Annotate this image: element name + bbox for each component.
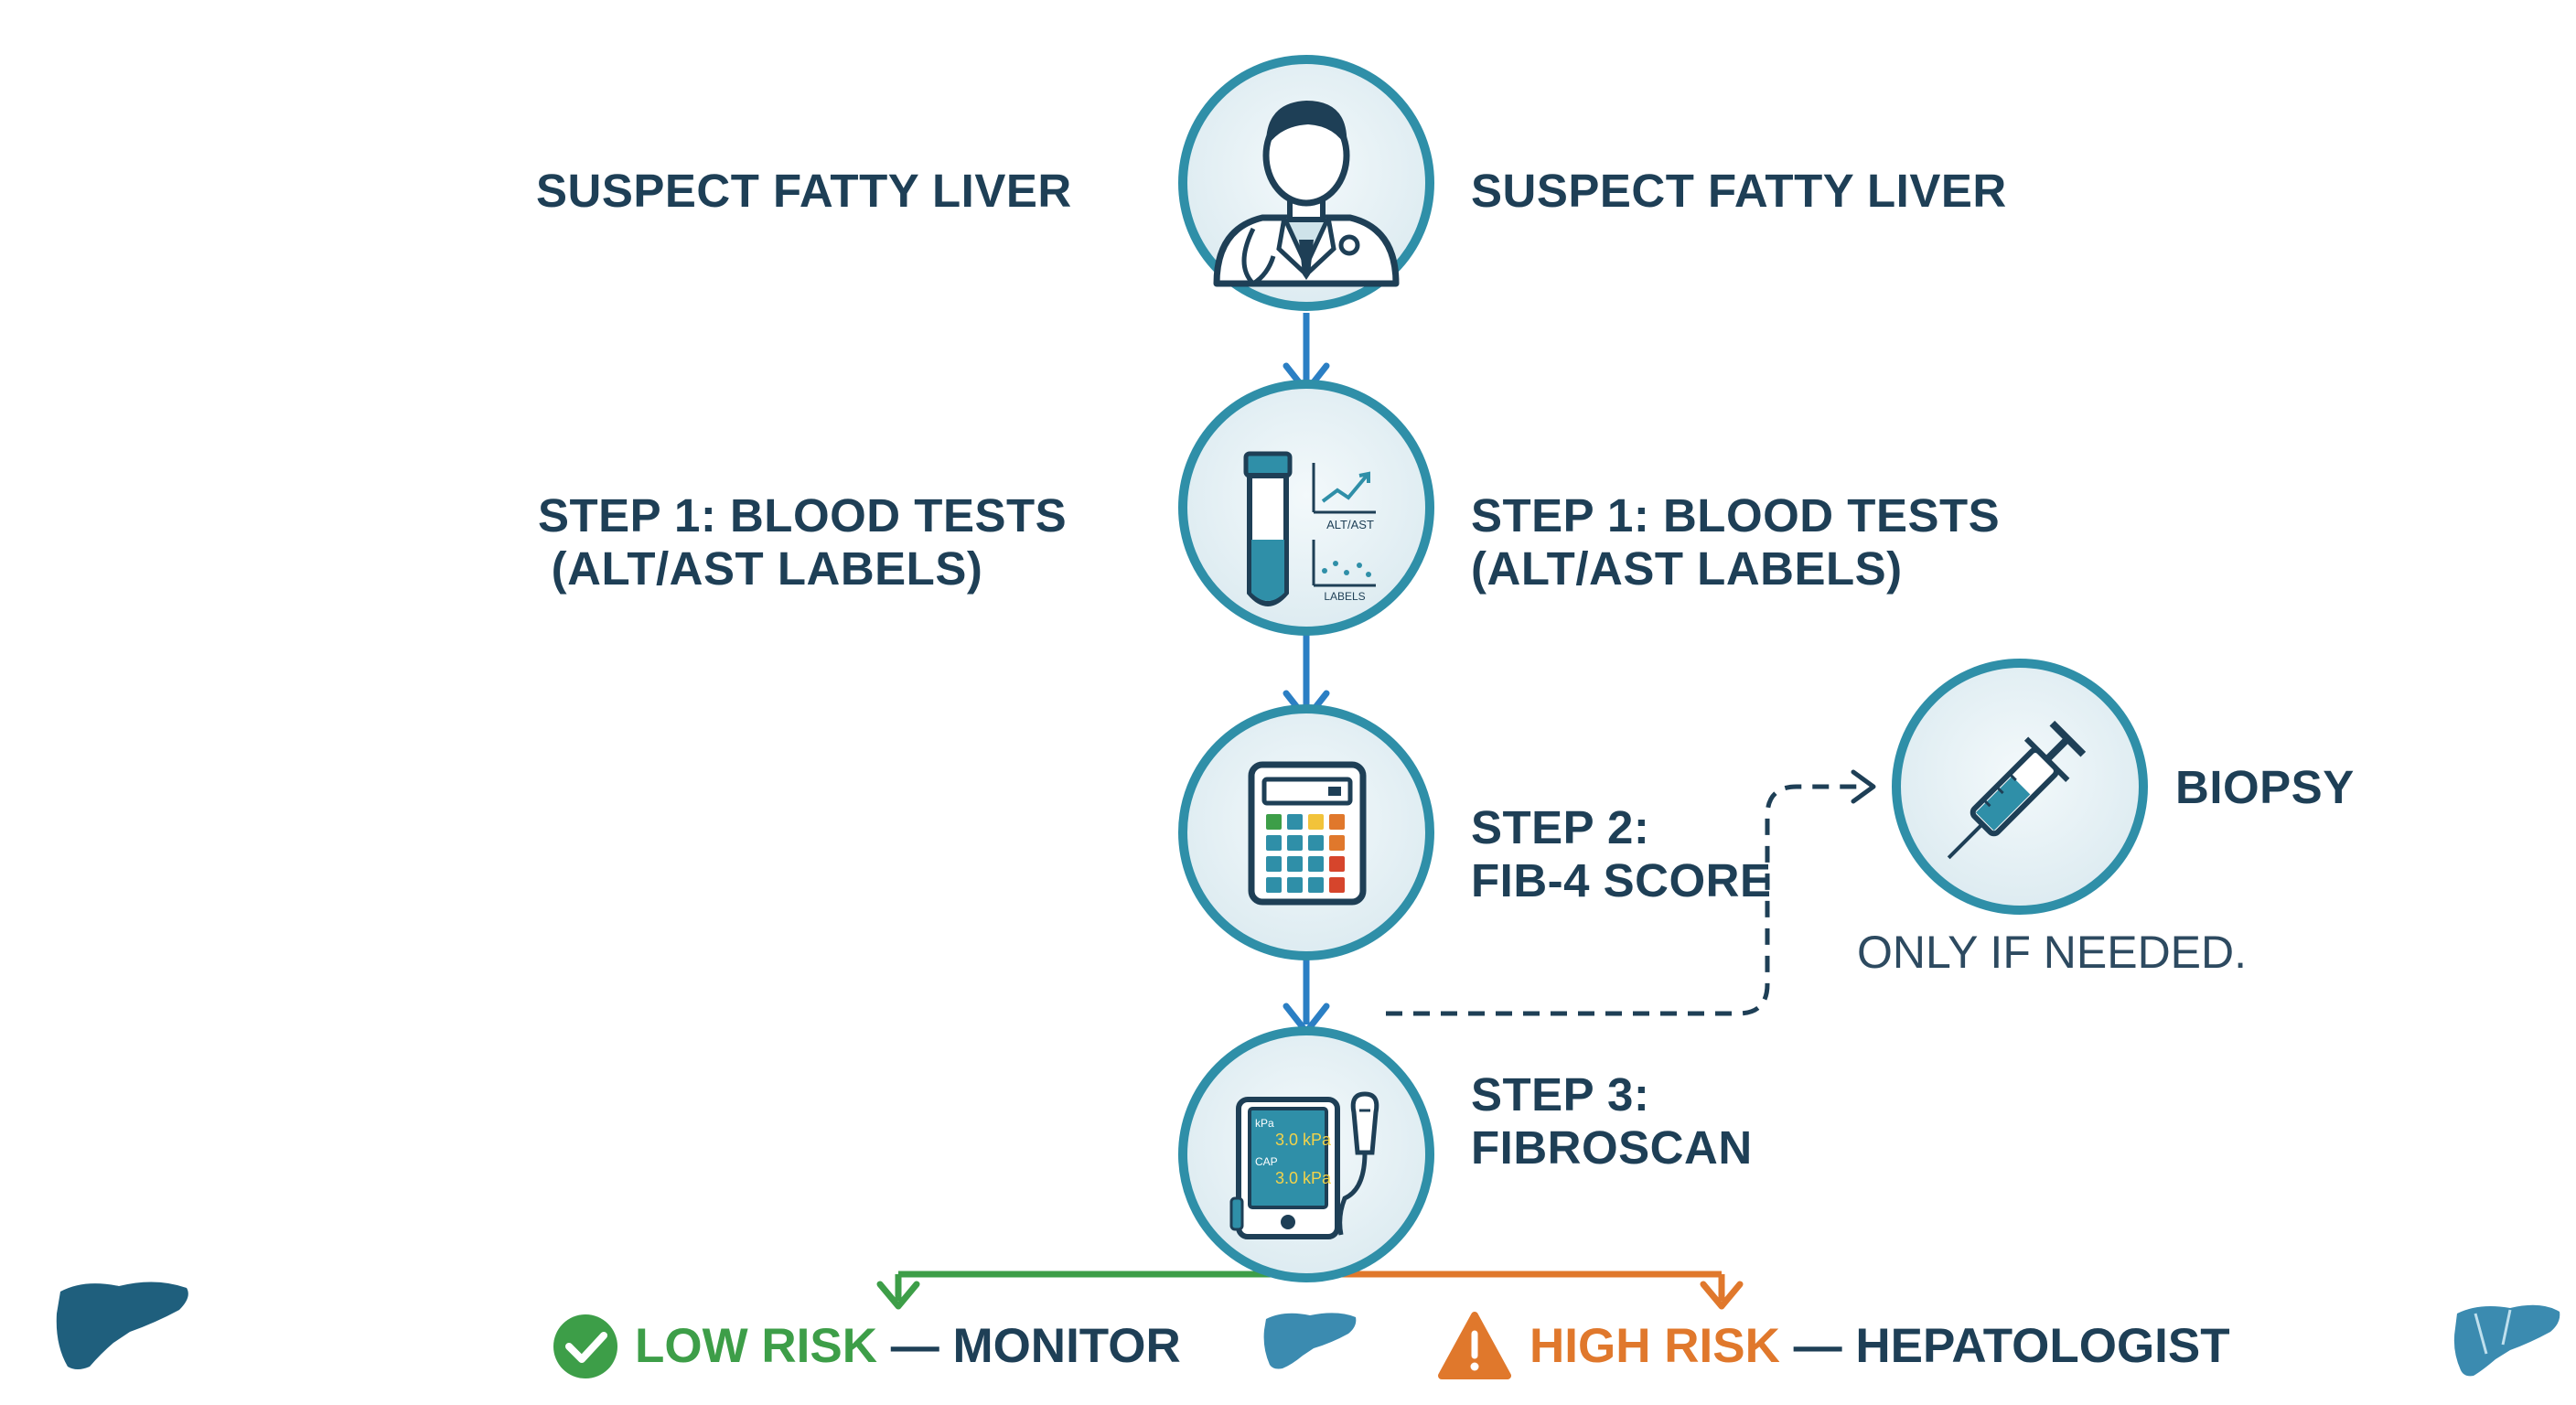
label-step3: STEP 3: FIBROSCAN [1471,1068,1753,1174]
low-risk-action: MONITOR [952,1319,1181,1373]
high-risk-label: HIGH RISK [1530,1319,1780,1373]
warning-icon [1438,1312,1511,1379]
liver-icon [2453,1304,2560,1377]
liver-icon [1263,1313,1357,1369]
calculator-key [1287,877,1303,893]
node-biopsy [1892,659,2148,915]
label-step1-left-line2: (ALT/AST LABELS) [538,542,983,595]
label-step2-line1: STEP 2: [1471,801,1650,853]
node-suspect-fatty-liver [1178,55,1434,311]
label-suspect-fatty-liver-left: SUSPECT FATTY LIVER [536,165,1072,217]
calculator-key [1266,877,1282,893]
doctor-icon [1213,101,1400,287]
low-risk-separator: — [876,1319,953,1373]
calculator-key [1329,856,1345,872]
outcome-high-risk: HIGH RISK — HEPATOLOGIST [1530,1319,2230,1374]
check-icon [553,1314,617,1378]
fibroscan-device-icon: kPa 3.0 kPa CAP 3.0 kPa [1229,1091,1379,1239]
calculator-icon [1248,761,1367,906]
label-only-if-needed: ONLY IF NEEDED. [1857,927,2248,978]
test-tube-chart-icon: ALT/AST LABELS [1243,451,1376,606]
calculator-key [1287,835,1303,851]
calculator-key [1266,835,1282,851]
label-step1-left-line1: STEP 1: BLOOD TESTS [538,489,1068,542]
icon-text-alt-ast: ALT/AST [1326,518,1374,531]
calculator-key [1308,835,1324,851]
high-risk-separator: — [1779,1319,1856,1373]
calculator-key [1308,856,1324,872]
label-step2-line2: FIB-4 SCORE [1471,854,1772,906]
high-risk-action: HEPATOLOGIST [1855,1319,2230,1373]
screen-unit-kpa: kPa [1255,1117,1274,1130]
calculator-key [1308,814,1324,830]
calculator-key [1329,835,1345,851]
low-risk-label: LOW RISK [635,1319,877,1373]
screen-unit-cap: CAP [1255,1155,1278,1168]
calculator-key [1287,856,1303,872]
liver-icon [56,1282,188,1369]
calculator-key [1308,877,1324,893]
calculator-key [1266,856,1282,872]
outcome-branches [876,1271,1744,1310]
outcome-low-risk: LOW RISK — MONITOR [635,1319,1181,1374]
label-step2: STEP 2: FIB-4 SCORE [1471,801,1772,907]
screen-value-2: 3.0 kPa [1275,1169,1332,1187]
label-step1-right: STEP 1: BLOOD TESTS (ALT/AST LABELS) [1471,489,2000,595]
node-fibroscan: kPa 3.0 kPa CAP 3.0 kPa [1178,1026,1434,1282]
node-blood-tests: ALT/AST LABELS [1178,380,1434,636]
screen-value-1: 3.0 kPa [1275,1131,1332,1149]
label-suspect-fatty-liver-right: SUSPECT FATTY LIVER [1471,165,2007,217]
label-step1-right-line1: STEP 1: BLOOD TESTS [1471,489,2001,542]
calculator-key [1287,814,1303,830]
label-biopsy: BIOPSY [2175,761,2355,813]
label-step1-right-line2: (ALT/AST LABELS) [1471,542,1903,595]
label-step3-line1: STEP 3: [1471,1068,1650,1121]
label-step3-line2: FIBROSCAN [1471,1121,1753,1174]
node-fib4-score [1178,704,1434,960]
syringe-icon [1947,720,2087,860]
calculator-key [1266,814,1282,830]
label-step1-left: STEP 1: BLOOD TESTS (ALT/AST LABELS) [538,489,1067,595]
biopsy-connector [1386,769,1876,1016]
calculator-key [1329,814,1345,830]
calculator-key [1329,877,1345,893]
icon-text-labels: LABELS [1324,590,1365,603]
